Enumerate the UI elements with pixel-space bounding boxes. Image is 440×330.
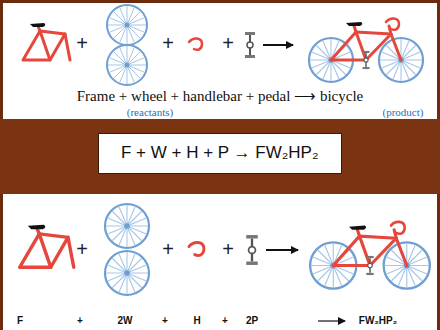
equation-box: F + W + H + P → FW₂HP₂ bbox=[98, 133, 342, 174]
role-caption: (product) bbox=[383, 106, 424, 118]
equation-term: + bbox=[222, 238, 234, 260]
equation-term: + bbox=[76, 238, 88, 260]
equation-term: + bbox=[222, 315, 228, 326]
equation-term: + bbox=[77, 315, 83, 326]
equation-term: 2W bbox=[118, 315, 133, 326]
equation-term: + bbox=[162, 315, 168, 326]
equation-term: + bbox=[76, 32, 88, 54]
equation-term: + bbox=[222, 32, 234, 54]
role-caption: (reactants) bbox=[127, 106, 173, 118]
symbol-equation: F + W + H + P → FW₂HP₂ bbox=[121, 143, 319, 163]
equation-term: 2P bbox=[246, 315, 258, 326]
equation-term: + bbox=[162, 238, 174, 260]
equation-term: H bbox=[193, 315, 200, 326]
equation-term: F bbox=[17, 315, 23, 326]
equation-term: FW₂HP₂ bbox=[359, 315, 397, 326]
equation-term: + bbox=[162, 32, 174, 54]
word-equation: Frame + wheel + handlebar + pedal ⟶ bicy… bbox=[77, 88, 363, 105]
